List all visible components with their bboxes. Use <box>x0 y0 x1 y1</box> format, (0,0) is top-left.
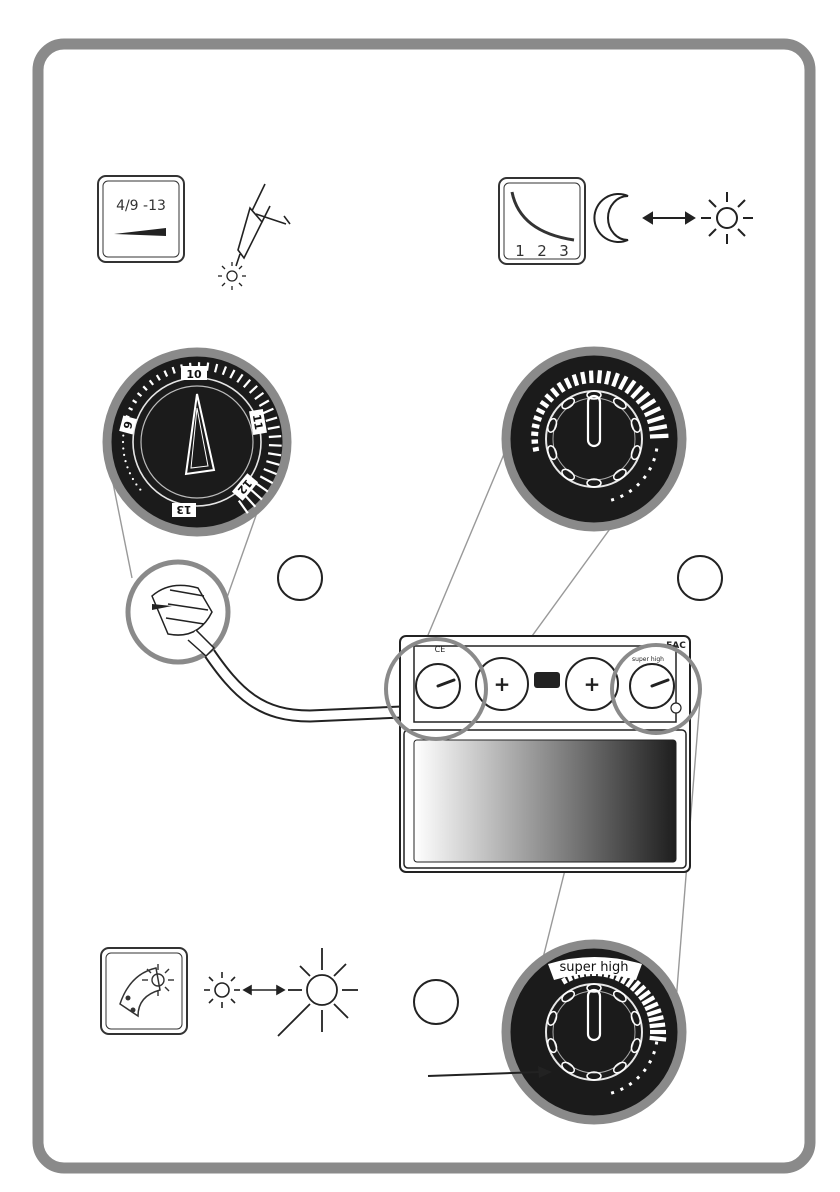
double-arrow-icon <box>644 213 694 223</box>
shade-mark-13: 13 <box>172 503 196 517</box>
external-knob-cable <box>128 562 402 716</box>
scale-bar <box>534 417 542 420</box>
large-sun-icon <box>278 948 358 1036</box>
callout-circle-c <box>414 980 458 1024</box>
scale-dash <box>621 1088 622 1091</box>
shade-scale-dot <box>126 466 128 468</box>
svg-text:11: 11 <box>250 413 265 430</box>
scale-dash <box>637 1077 639 1079</box>
scale-bar <box>650 1025 665 1027</box>
scale-bar <box>533 449 539 450</box>
shade-range-label: 4/9 -13 <box>116 198 166 214</box>
callout-circle-b <box>678 556 722 600</box>
sensitivity-icon <box>101 948 187 1034</box>
sensitivity-dial-magnified: super high <box>506 944 682 1120</box>
shade-scale-dot <box>132 478 134 480</box>
shade-scale-dot <box>122 434 124 436</box>
shade-scale-tick <box>207 363 208 371</box>
welding-torch-icon <box>236 184 290 266</box>
arc-spark-icon <box>218 262 246 290</box>
shade-scale-dot <box>129 472 131 474</box>
ce-mark: CE <box>435 645 446 654</box>
svg-text:10: 10 <box>186 368 202 381</box>
scale-dash <box>653 1052 656 1053</box>
scale-dash <box>649 1061 652 1062</box>
delay-mark-3: 3 <box>559 242 569 260</box>
shade-scale-tick <box>269 436 281 437</box>
scale-bar <box>606 371 609 384</box>
shade-icon: 4/9 -13 <box>98 176 184 262</box>
scale-dash <box>655 450 658 451</box>
svg-text:13: 13 <box>176 503 191 516</box>
sensitivity-label: super high <box>559 960 628 975</box>
shade-scale-tick <box>269 445 282 446</box>
scale-dash <box>637 484 639 486</box>
scale-dash <box>655 1043 658 1044</box>
scale-dash <box>621 495 622 498</box>
scale-dash <box>644 1069 646 1071</box>
scale-dash <box>653 459 656 460</box>
shade-scale-dot <box>122 441 124 443</box>
scale-bar <box>563 978 566 983</box>
shade-scale-dot <box>124 460 126 462</box>
scale-bar <box>650 1038 666 1040</box>
shade-scale-dot <box>135 483 137 485</box>
shade-dial-magnified: 10 11 12 13 9 <box>107 352 287 532</box>
small-super-high-label: super high <box>632 656 664 663</box>
scale-bar <box>650 436 668 437</box>
sun-icon <box>701 192 753 244</box>
delay-icon: 1 2 3 <box>499 178 585 264</box>
scale-dash <box>612 498 613 501</box>
lens-window <box>414 740 676 862</box>
moon-icon <box>594 194 628 242</box>
scale-bar <box>531 434 538 435</box>
scale-bar <box>591 371 592 383</box>
scale-dash <box>630 490 632 492</box>
scale-dash <box>630 1083 632 1085</box>
scale-dash <box>612 1091 613 1094</box>
svg-text:+: + <box>584 672 601 696</box>
shade-scale-dot <box>122 447 124 449</box>
small-sun-icon <box>204 972 240 1008</box>
delay-mark-1: 1 <box>515 242 525 260</box>
sensor-window <box>534 672 560 688</box>
scale-bar <box>599 370 600 383</box>
filter-cassette: + + CE super high EAC <box>400 636 690 872</box>
double-arrow-icon-bottom <box>244 986 284 994</box>
scale-bar <box>532 425 539 427</box>
svg-text:+: + <box>494 672 511 696</box>
callout-circle-a <box>278 556 322 600</box>
delay-dial-magnified <box>506 351 682 527</box>
scale-dash <box>649 468 652 469</box>
delay-mark-2: 2 <box>537 242 547 260</box>
scale-bar <box>582 372 584 384</box>
scale-dash <box>644 476 646 478</box>
shade-scale-dot <box>139 488 141 490</box>
shade-mark-10: 10 <box>181 366 207 381</box>
shade-scale-dot <box>123 454 125 456</box>
